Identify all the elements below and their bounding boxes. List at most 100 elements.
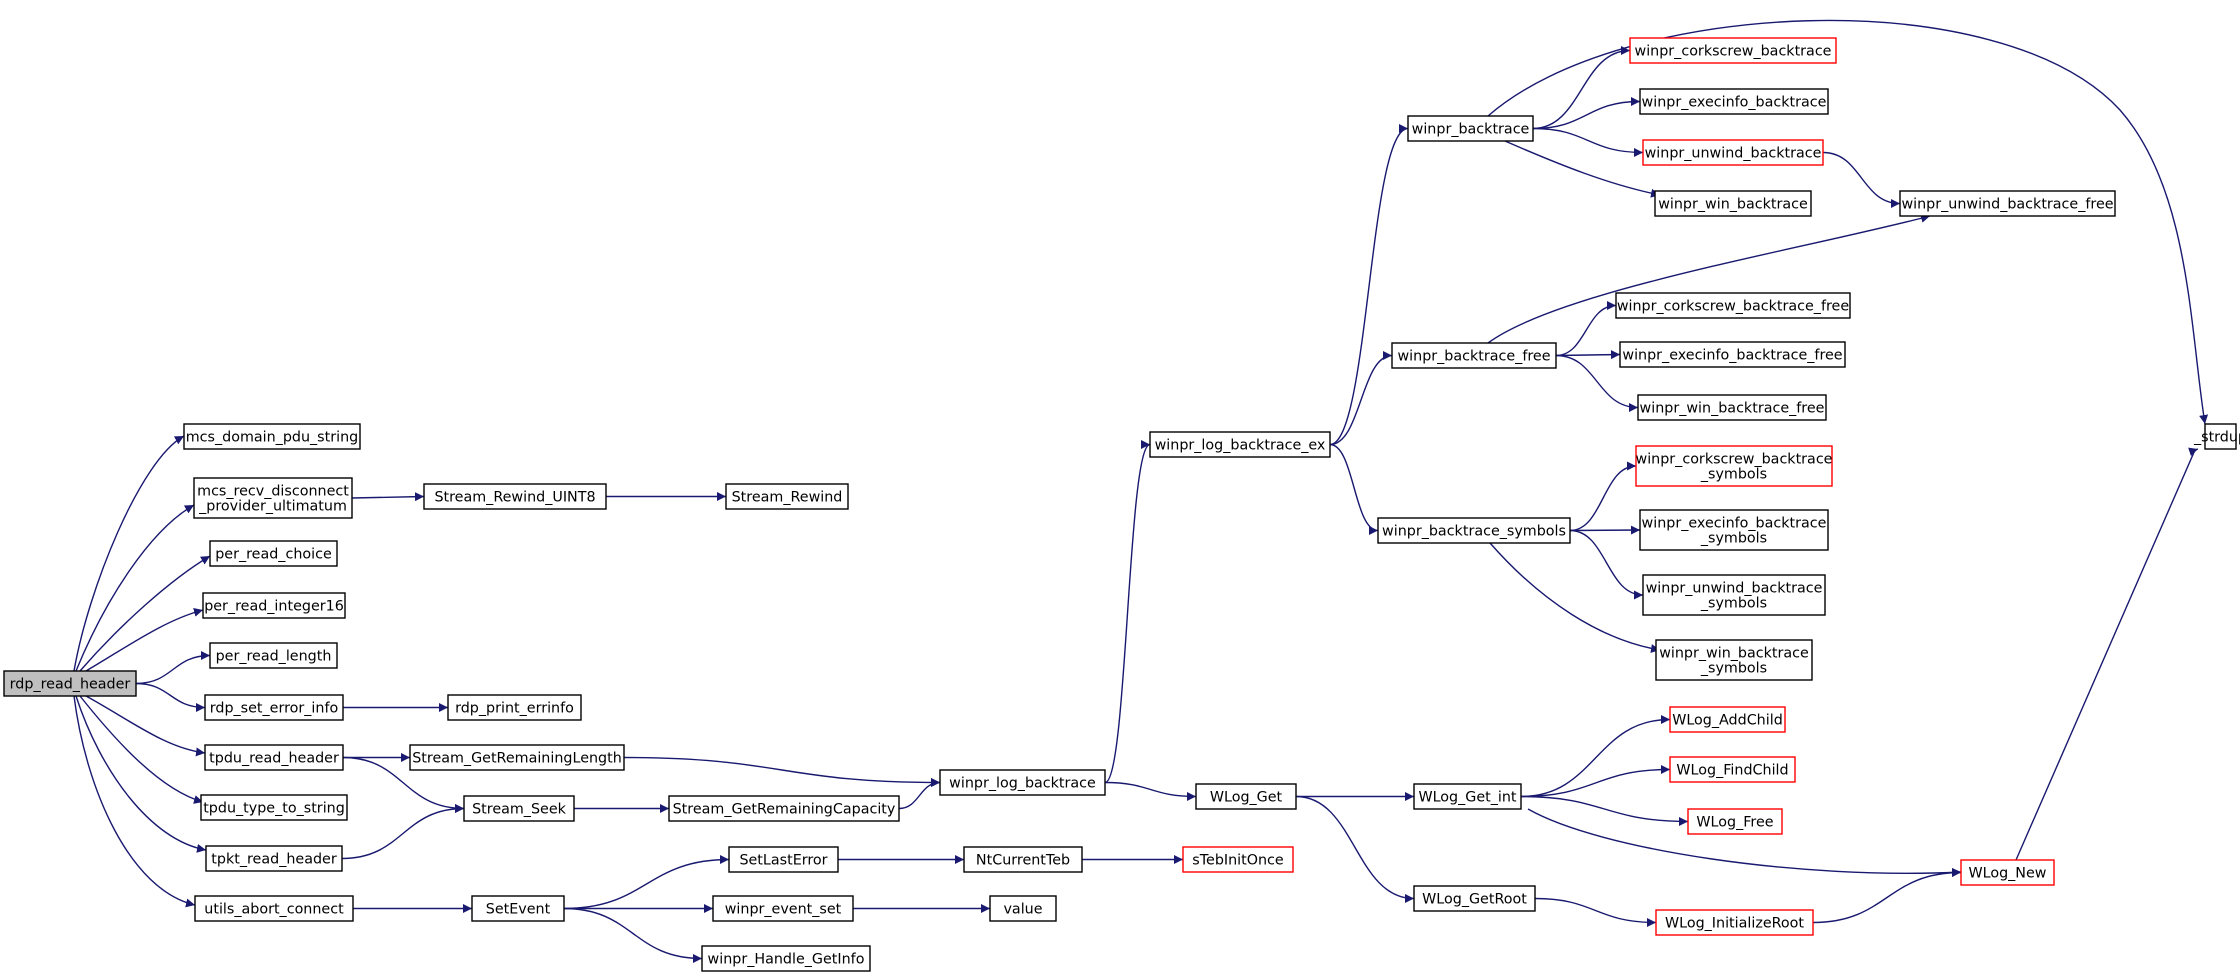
node-box [1655,639,1813,681]
edge-winpr_backtrace_free-to-winpr_win_backtrace_free [1555,354,1639,412]
node-Stream_GetRemainingLength[interactable]: Stream_GetRemainingLength [409,744,625,771]
node-label: winpr_execinfo_backtrace_free [1622,348,1842,364]
node-winpr_corkscrew_backtrace[interactable]: winpr_corkscrew_backtrace [1629,37,1837,64]
node-winpr_execinfo_backtrace[interactable]: winpr_execinfo_backtrace [1639,88,1829,115]
node-label: winpr_log_backtrace_ex [1155,438,1326,454]
node-label: winpr_execinfo_backtrace [1642,516,1827,532]
node-label: winpr_log_backtrace [949,776,1096,792]
node-WLog_Get_int[interactable]: WLog_Get_int [1413,783,1522,810]
node-SetLastError[interactable]: SetLastError [728,846,839,873]
edge-winpr_log_backtrace_ex-to-winpr_backtrace [1329,124,1409,446]
edge-rdp_read_header-to-rdp_set_error_info [135,682,206,712]
node-label: winpr_win_backtrace [1659,646,1809,662]
node-label: value [1003,902,1042,918]
edge-rdp_read_header-to-mcs_domain_pdu_string [73,435,185,672]
node-per_read_integer16[interactable]: per_read_integer16 [202,592,346,619]
node-winpr_event_set[interactable]: winpr_event_set [712,895,854,922]
node-_strdup[interactable]: _strdup [2193,423,2240,450]
node-winpr_execinfo_backtrace_free[interactable]: winpr_execinfo_backtrace_free [1619,341,1846,368]
node-box [463,795,575,822]
node-box [194,895,354,922]
node-winpr_log_backtrace[interactable]: winpr_log_backtrace [939,769,1106,796]
node-rdp_set_error_info[interactable]: rdp_set_error_info [204,694,344,721]
node-box [1413,783,1522,810]
node-Stream_Rewind[interactable]: Stream_Rewind [725,483,849,510]
node-Stream_GetRemainingCapacity[interactable]: Stream_GetRemainingCapacity [668,795,900,822]
node-label: mcs_recv_disconnect [197,484,349,500]
node-per_read_choice[interactable]: per_read_choice [209,540,338,567]
node-mcs_recv_disconnect[interactable]: mcs_recv_disconnect_provider_ultimatum [193,477,353,519]
node-label: winpr_unwind_backtrace [1646,581,1823,597]
node-box [447,694,582,721]
node-label: _symbols [1700,467,1767,483]
edge-winpr_log_backtrace-to-WLog_Get [1104,781,1197,801]
node-winpr_unwind_backtrace[interactable]: winpr_unwind_backtrace [1642,139,1824,166]
node-sTebInitOnce[interactable]: sTebInitOnce [1182,846,1294,873]
edge-winpr_backtrace_symbols-to-winpr_execinfo_backtrace_symbols [1569,525,1641,535]
edge-tpdu_read_header-to-Stream_Seek [342,756,465,813]
node-winpr_backtrace[interactable]: winpr_backtrace [1407,115,1534,142]
edge-WLog_New-to-_strdup [2015,447,2199,861]
node-label: SetLastError [739,853,827,869]
node-label: winpr_backtrace_symbols [1382,524,1566,540]
node-box [1639,509,1829,551]
node-box [725,483,849,510]
node-winpr_execinfo_backtrace_symbols[interactable]: winpr_execinfo_backtrace_symbols [1639,509,1829,551]
node-box [1391,342,1557,369]
node-WLog_New[interactable]: WLog_New [1960,859,2055,886]
edge-winpr_backtrace-to-winpr_unwind_backtrace [1532,127,1644,157]
node-winpr_unwind_backtrace_free[interactable]: winpr_unwind_backtrace_free [1899,190,2116,217]
node-tpdu_type_to_string[interactable]: tpdu_type_to_string [200,794,348,821]
node-WLog_InitializeRoot[interactable]: WLog_InitializeRoot [1655,909,1814,936]
node-winpr_Handle_GetInfo[interactable]: winpr_Handle_GetInfo [701,945,871,972]
node-label: per_read_length [216,649,332,665]
node-box [1195,783,1297,810]
node-winpr_win_backtrace[interactable]: winpr_win_backtrace [1654,190,1812,217]
node-mcs_domain_pdu_string[interactable]: mcs_domain_pdu_string [183,423,361,450]
node-WLog_FindChild[interactable]: WLog_FindChild [1669,756,1796,783]
node-winpr_unwind_backtrace_symbols[interactable]: winpr_unwind_backtrace_symbols [1642,574,1826,616]
node-winpr_win_backtrace_symbols[interactable]: winpr_win_backtrace_symbols [1655,639,1813,681]
node-rdp_print_errinfo[interactable]: rdp_print_errinfo [447,694,582,721]
node-winpr_corkscrew_backtrace_symbols[interactable]: winpr_corkscrew_backtrace_symbols [1635,445,1833,487]
node-label: NtCurrentTeb [976,853,1070,869]
node-box [204,744,344,771]
node-box [1655,909,1814,936]
node-per_read_length[interactable]: per_read_length [209,642,338,669]
node-NtCurrentTeb[interactable]: NtCurrentTeb [963,846,1083,873]
edge-winpr_log_backtrace_ex-to-winpr_backtrace_free [1329,351,1393,446]
node-winpr_win_backtrace_free[interactable]: winpr_win_backtrace_free [1637,394,1827,421]
node-tpdu_read_header[interactable]: tpdu_read_header [204,744,344,771]
node-WLog_Free[interactable]: WLog_Free [1687,808,1783,835]
node-box [939,769,1106,796]
edge-rdp_read_header-to-utils_abort_connect [73,695,196,908]
edge-Stream_GetRemainingLength-to-winpr_log_backtrace [623,756,941,787]
node-utils_abort_connect[interactable]: utils_abort_connect [194,895,354,922]
node-box [712,895,854,922]
node-label: winpr_Handle_GetInfo [708,952,865,968]
node-box [1629,37,1837,64]
node-WLog_GetRoot[interactable]: WLog_GetRoot [1413,885,1536,912]
node-Stream_Seek[interactable]: Stream_Seek [463,795,575,822]
node-tpkt_read_header[interactable]: tpkt_read_header [205,845,343,872]
node-box [209,540,338,567]
node-value[interactable]: value [989,895,1057,922]
node-Stream_Rewind_UINT8[interactable]: Stream_Rewind_UINT8 [423,483,607,510]
node-winpr_corkscrew_backtrace_free[interactable]: winpr_corkscrew_backtrace_free [1615,292,1851,319]
edge-winpr_backtrace_free-to-winpr_corkscrew_backtrace_free [1555,301,1617,357]
node-WLog_AddChild[interactable]: WLog_AddChild [1669,706,1786,733]
node-winpr_backtrace_symbols[interactable]: winpr_backtrace_symbols [1377,517,1571,544]
edge-winpr_log_backtrace_ex-to-winpr_backtrace_symbols [1329,443,1379,535]
edge-WLog_Get_int-to-WLog_New [1527,808,1962,877]
node-SetEvent[interactable]: SetEvent [471,895,565,922]
node-box [1669,706,1786,733]
node-winpr_backtrace_free[interactable]: winpr_backtrace_free [1391,342,1557,369]
node-box [1639,88,1829,115]
node-WLog_Get[interactable]: WLog_Get [1195,783,1297,810]
edge-tpkt_read_header-to-Stream_Seek [341,804,465,860]
node-box [3,670,137,697]
node-winpr_log_backtrace_ex[interactable]: winpr_log_backtrace_ex [1149,431,1331,458]
edge-WLog_InitializeRoot-to-WLog_New [1812,868,1962,924]
node-box [202,592,346,619]
node-rdp_read_header[interactable]: rdp_read_header [3,670,137,697]
